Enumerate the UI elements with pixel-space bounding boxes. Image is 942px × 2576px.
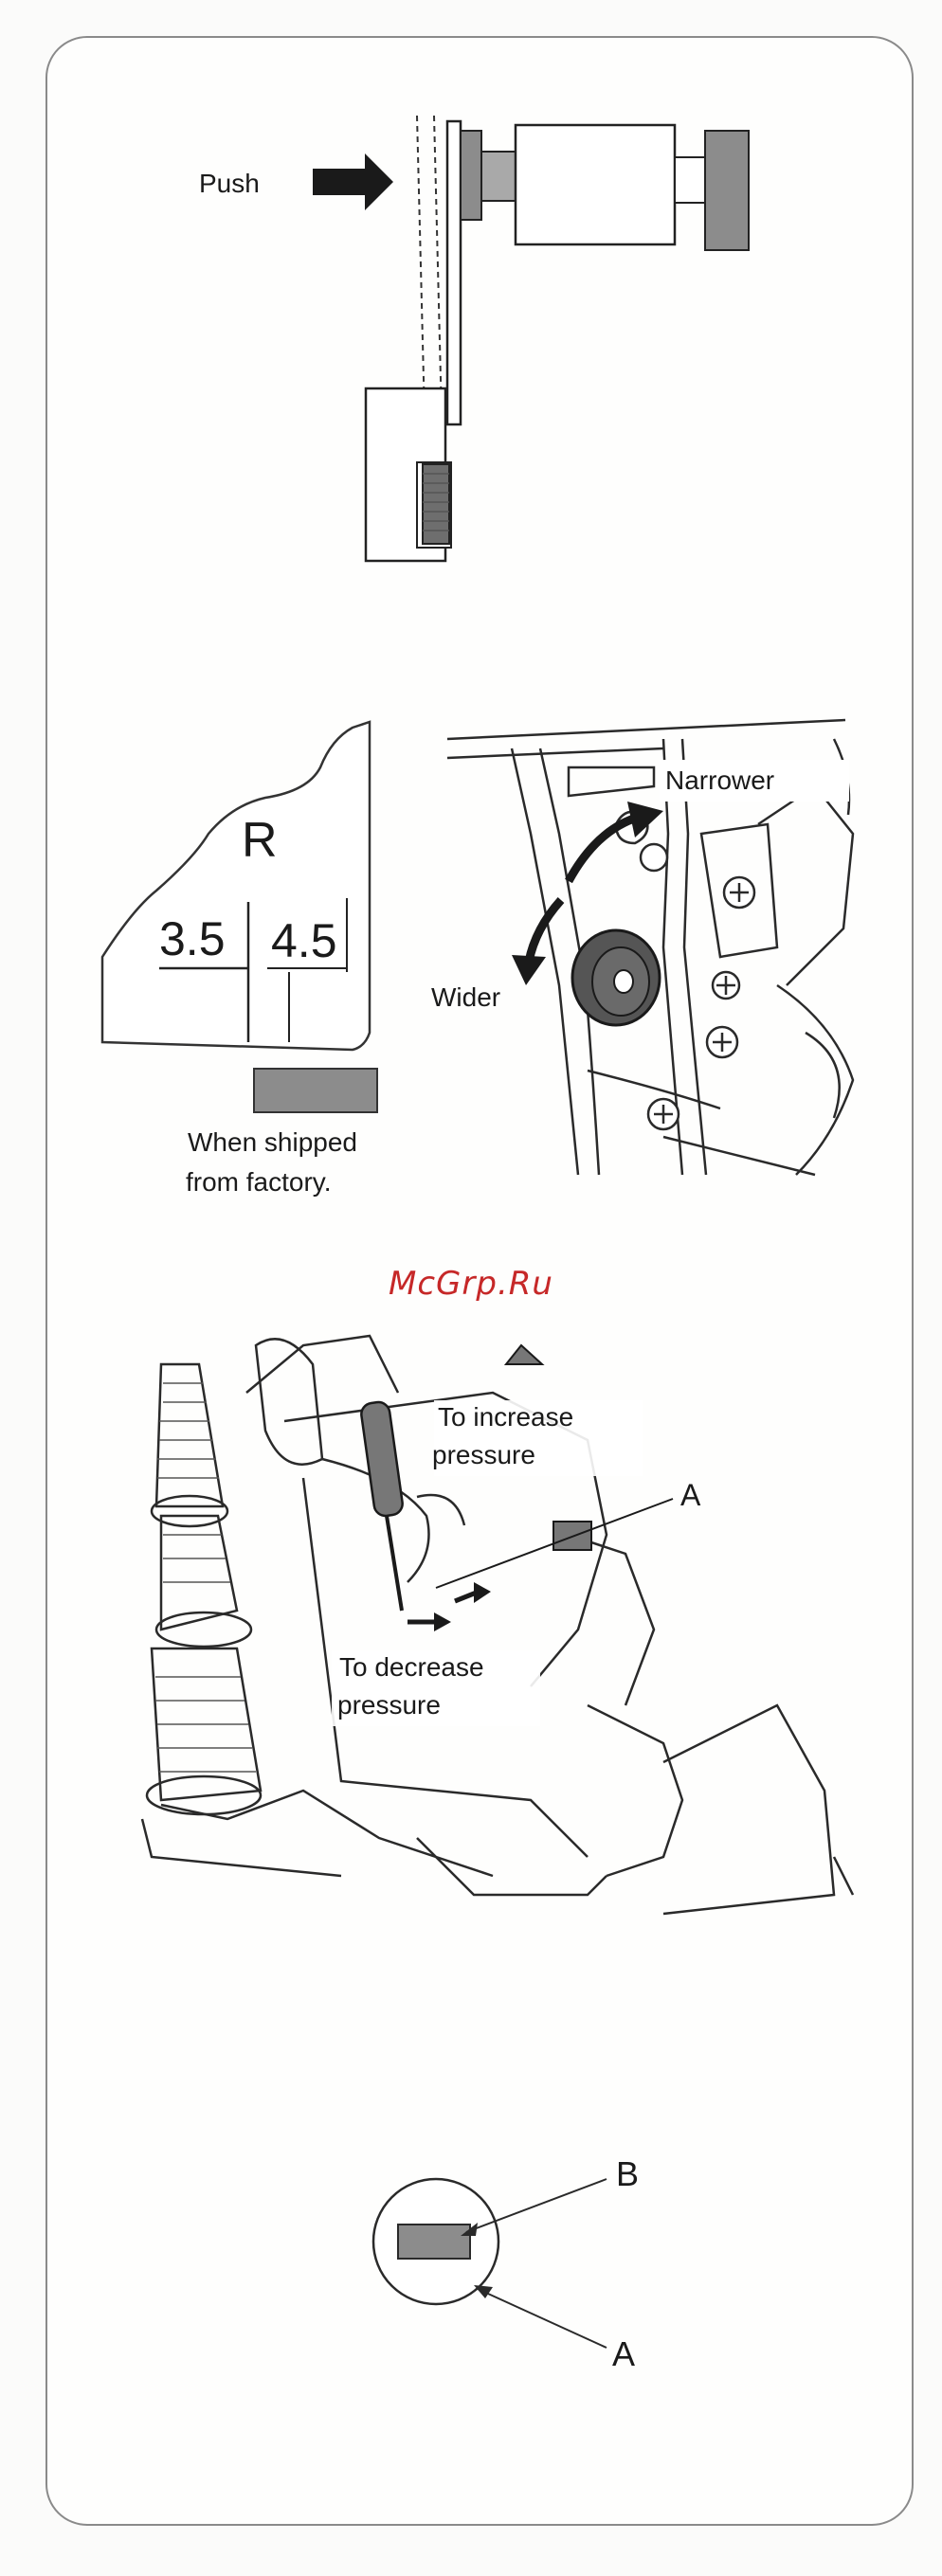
indicator-window [398, 2225, 470, 2259]
callout-a-indicator: A [612, 2334, 635, 2373]
callout-b: B [616, 2154, 639, 2193]
